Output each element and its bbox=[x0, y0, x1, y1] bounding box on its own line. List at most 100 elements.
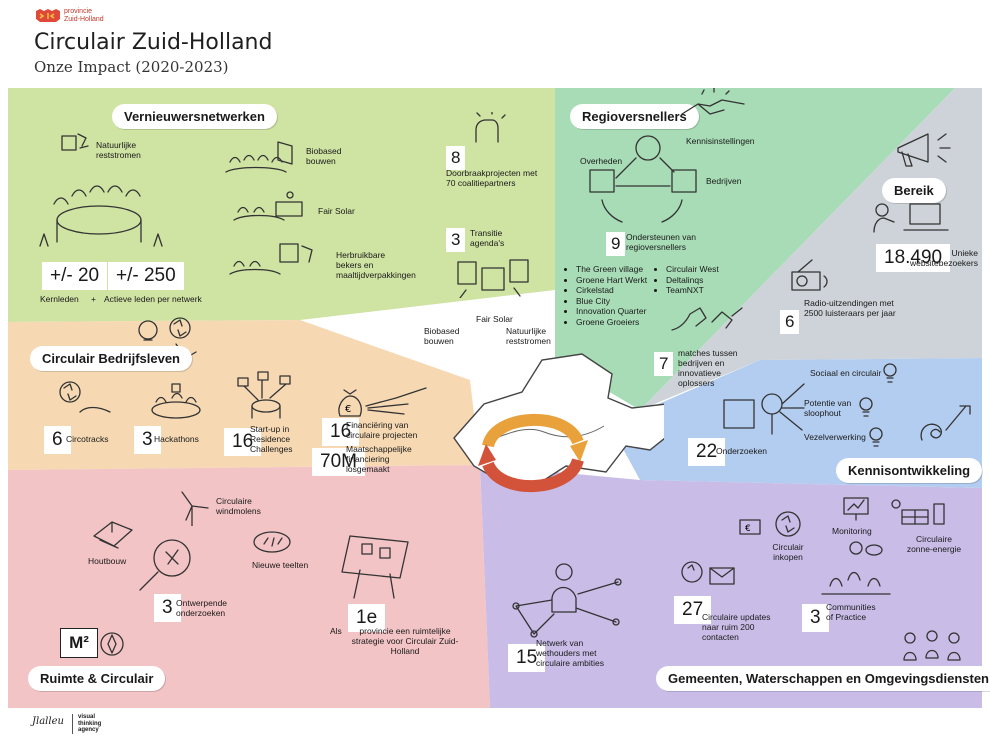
windmolens-label: Circulaire windmolens bbox=[216, 496, 261, 516]
herbruikbare-icon bbox=[229, 243, 313, 275]
regio-list-left: The Green village Groene Hart Werkt Cirk… bbox=[566, 264, 647, 327]
lightbulb-icon bbox=[883, 363, 897, 383]
herbruikbare-label: Herbruikbare bekers en maaltijdverpakkin… bbox=[336, 250, 416, 280]
magnifier-icon bbox=[723, 383, 805, 435]
radio-number: 6 bbox=[780, 310, 800, 334]
communities-label: Communities of Practice bbox=[826, 602, 876, 622]
zonne-label: Circulaire zonne-energie bbox=[906, 534, 962, 554]
strategie-label: provincie een ruimtelijke strategie voor… bbox=[351, 626, 459, 656]
compass-icon bbox=[100, 632, 124, 656]
moneybag-icon: € bbox=[338, 387, 427, 417]
ondersteunen-number: 9 bbox=[606, 232, 626, 256]
section-title-kennis: Kennisontwikkeling bbox=[836, 458, 983, 483]
regio-list-item: Cirkelstad bbox=[576, 285, 647, 296]
actief-label: Actieve leden per netwerk bbox=[104, 294, 202, 304]
radio-label: Radio-uitzendingen met 2500 luisteraars … bbox=[804, 298, 896, 318]
fairsolar-icon bbox=[233, 191, 303, 221]
visitors-number: 18.490 bbox=[876, 244, 951, 272]
regio-list-item: TeamNXT bbox=[666, 285, 719, 296]
startup-number: 16 bbox=[224, 428, 262, 456]
onderzoeken-label: Onderzoeken bbox=[716, 446, 768, 456]
regio-list-item: Groene Groeiers bbox=[576, 317, 647, 328]
agency-line: agency bbox=[78, 727, 99, 733]
page-subtitle: Onze Impact (2020-2023) bbox=[34, 58, 229, 76]
megaphone-icon bbox=[897, 133, 951, 167]
windmill-icon bbox=[181, 491, 209, 526]
agency-logo: Jlalleu bbox=[32, 716, 64, 727]
natural-streams-label: Natuurlijke reststromen bbox=[96, 140, 141, 160]
plug-icon bbox=[671, 307, 743, 331]
m2-sign: M² bbox=[60, 628, 98, 658]
meeple-figures-icon bbox=[903, 630, 961, 661]
ondersteunen-label: Ondersteunen van regioversnellers bbox=[626, 232, 696, 252]
hackathons-number: 3 bbox=[134, 426, 161, 454]
monitoring-label: Monitoring bbox=[832, 526, 872, 536]
network-table-icon bbox=[39, 185, 163, 247]
strategie-number: 1e bbox=[348, 604, 386, 632]
svg-text:€: € bbox=[345, 404, 351, 415]
netwerk-label: Netwerk van wethouders met circulaire am… bbox=[536, 638, 605, 668]
agenda-biobased: Biobased bouwen bbox=[424, 326, 460, 346]
idea-recycle-icon bbox=[138, 317, 197, 359]
regio-list-item: The Green village bbox=[576, 264, 647, 275]
kernleden-label: Kernleden bbox=[40, 294, 79, 304]
agency-text: visual thinking agency bbox=[78, 714, 101, 734]
maatschappelijk-number: 70M bbox=[312, 448, 365, 476]
crest-icon bbox=[36, 9, 60, 22]
kennis-topic: Sociaal en circulair bbox=[810, 368, 882, 378]
updates-number: 27 bbox=[674, 596, 712, 624]
spiral-icon bbox=[920, 405, 971, 441]
network-person-icon bbox=[512, 563, 622, 638]
section-title-bereik: Bereik bbox=[882, 178, 946, 203]
kernleden-number: +/- 20 bbox=[42, 262, 108, 290]
stakeholders-icon bbox=[589, 135, 697, 223]
agency-line: visual bbox=[78, 714, 96, 720]
community-icon bbox=[821, 541, 891, 595]
regio-list-item: Innovation Quarter bbox=[576, 306, 647, 317]
panel-ruimte bbox=[8, 465, 490, 708]
doorbraak-number: 8 bbox=[446, 146, 466, 170]
plus-sign: + bbox=[91, 294, 96, 304]
panel-bereik bbox=[640, 88, 982, 410]
agency-line: thinking bbox=[78, 720, 102, 727]
radio-icon bbox=[791, 259, 828, 291]
section-title-ruimte: Ruimte & Circulair bbox=[28, 666, 166, 691]
teelten-icon bbox=[253, 531, 291, 553]
startup-label: Start-up in Residence Challenges bbox=[250, 424, 293, 454]
netwerk-number: 15 bbox=[508, 644, 546, 672]
circotracks-number: 6 bbox=[44, 426, 71, 454]
financiering-label: Financiëring van circulaire projecten bbox=[346, 420, 418, 440]
monitoring-icon bbox=[843, 497, 869, 521]
hackathon-icon bbox=[151, 383, 201, 419]
solar-panel-icon bbox=[891, 499, 945, 525]
ontwerpende-number: 3 bbox=[154, 594, 181, 622]
updates-label: Circulaire updates naar ruim 200 contact… bbox=[702, 612, 771, 642]
transitie-label: Transitie agenda's bbox=[470, 228, 505, 248]
page-title: Circulair Zuid-Holland bbox=[34, 30, 273, 55]
regio-list-item: Groene Hart Werkt bbox=[576, 275, 647, 286]
envelope-icon bbox=[681, 561, 735, 585]
province-label: provincie Zuid-Holland bbox=[64, 8, 104, 24]
maatschappelijk-label: Maatschappelijke financiering losgemaakt bbox=[346, 444, 412, 474]
agenda-fairsolar: Fair Solar bbox=[476, 314, 513, 324]
regio-list-item: Circulair West bbox=[666, 264, 719, 275]
agenda-natuurlijke: Natuurlijke reststromen bbox=[506, 326, 551, 346]
regio-list-item: Blue City bbox=[576, 296, 647, 307]
circotracks-label: Circotracks bbox=[66, 434, 109, 444]
transitie-number: 3 bbox=[446, 228, 466, 252]
footer-divider bbox=[72, 714, 73, 734]
financiering-number: 16 bbox=[322, 418, 360, 446]
kennisinstellingen-label: Kennisinstellingen bbox=[686, 136, 755, 146]
fist-icon bbox=[475, 112, 506, 143]
circular-procurement-icon: € bbox=[739, 511, 801, 537]
hackathons-label: Hackathons bbox=[154, 434, 199, 444]
kennis-topic: Vezelverwerking bbox=[804, 432, 866, 442]
strategie-pre: Als bbox=[330, 626, 342, 636]
recycle-arrow-icon bbox=[478, 414, 588, 492]
kennis-topic: Potentie van sloophout bbox=[804, 398, 852, 418]
visitors-label: Unieke websitebezoekers bbox=[909, 248, 978, 268]
province-line-2: Zuid-Holland bbox=[64, 16, 104, 23]
hands-icon bbox=[681, 88, 745, 115]
houtbouw-label: Houtbouw bbox=[88, 556, 127, 566]
section-title-bedrijfsleven: Circulair Bedrijfsleven bbox=[30, 346, 192, 371]
